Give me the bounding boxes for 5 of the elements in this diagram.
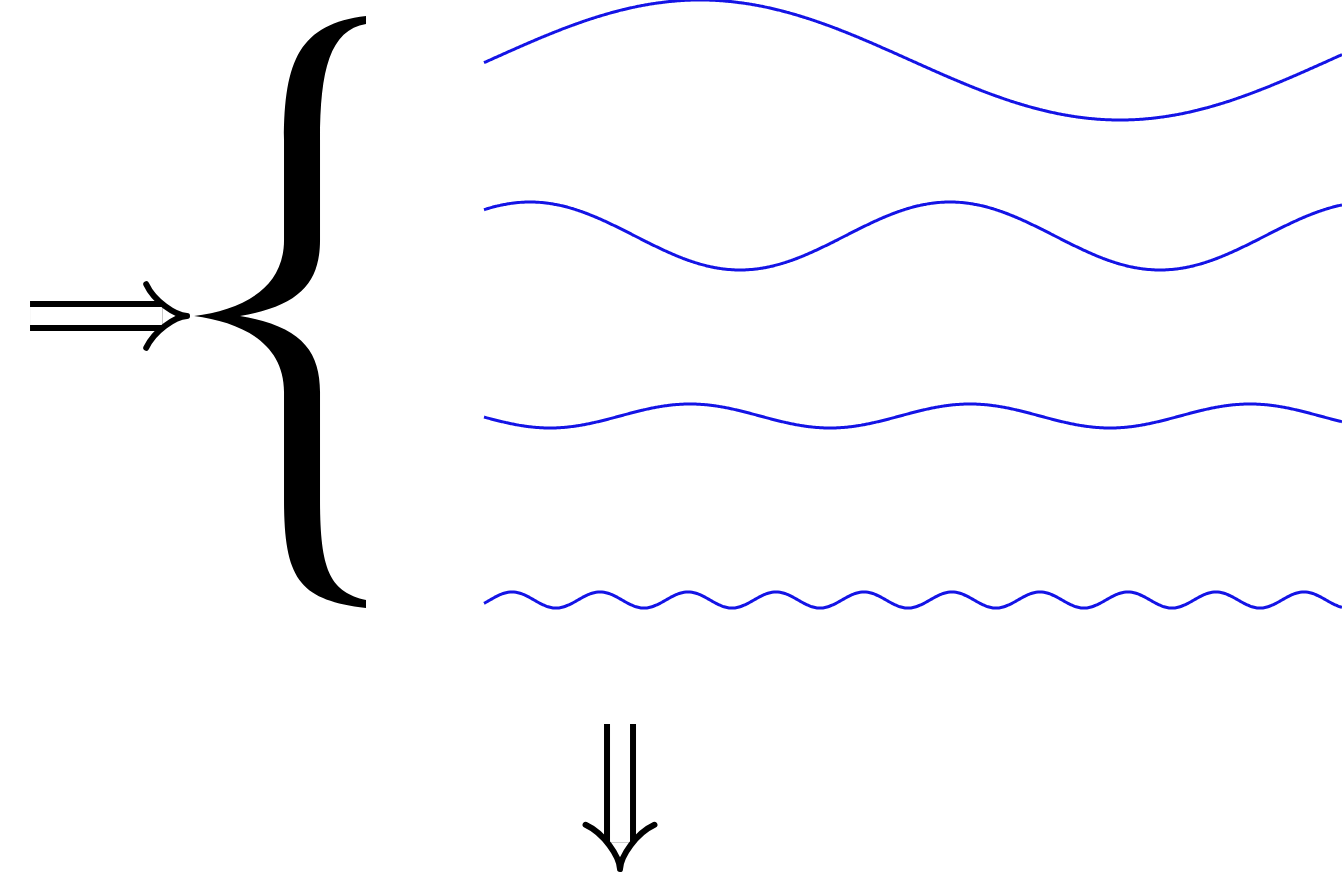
- wave-line: [483, 200, 1342, 272]
- wave-line: [483, 0, 1342, 122]
- curly-brace: [194, 16, 366, 608]
- wave-line: [483, 590, 1342, 610]
- wave-line: [483, 402, 1342, 430]
